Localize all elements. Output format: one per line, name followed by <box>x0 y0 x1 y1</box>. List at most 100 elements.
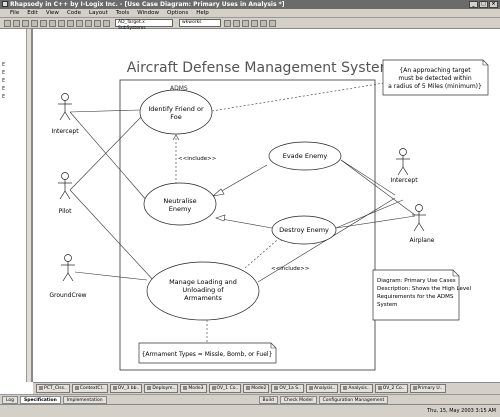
usecase-evade-enemy[interactable] <box>268 141 342 171</box>
note-target-radius[interactable]: {An approaching target must be detected … <box>382 59 489 96</box>
association-line[interactable] <box>335 199 404 229</box>
browser-scrollbar[interactable] <box>26 29 31 382</box>
browser-panel[interactable]: E E E E E <box>0 29 33 382</box>
association-line[interactable] <box>69 111 149 203</box>
generate-icon[interactable] <box>94 19 101 27</box>
actor-label: Intercept <box>390 177 418 184</box>
tab-build[interactable]: Build <box>258 395 278 404</box>
diagram-icon <box>308 385 313 390</box>
association-line[interactable] <box>69 109 141 113</box>
menu-edit[interactable]: Edit <box>27 10 38 16</box>
diagram-icon[interactable] <box>85 19 92 27</box>
diagram-tab[interactable]: OV_1a S.. <box>271 384 304 393</box>
find-icon[interactable] <box>67 19 74 27</box>
association-lines <box>69 109 416 283</box>
diagram-canvas[interactable]: Aircraft Defense Management System ADMS … <box>35 30 500 381</box>
note-armament-types[interactable]: {Armament Types = Missle, Bomb, or Fuel} <box>138 342 277 364</box>
tab-implementation[interactable]: Implementation <box>62 395 107 404</box>
tree-node[interactable]: E <box>2 70 6 76</box>
tab-specification[interactable]: Specification <box>20 395 61 404</box>
menu-window[interactable]: Window <box>137 10 159 16</box>
menu-tools[interactable]: Tools <box>115 10 130 16</box>
actor-label: Intercept <box>51 128 79 135</box>
diagram-tab[interactable]: Mode2 <box>243 384 270 393</box>
workspace-combo[interactable]: wkworks <box>179 19 221 27</box>
diagram-tab[interactable]: OV_1 Co.. <box>208 384 242 393</box>
note-line: {An approaching target <box>399 67 471 74</box>
cut-icon[interactable] <box>31 19 38 27</box>
association-line[interactable] <box>340 159 416 216</box>
menu-view[interactable]: View <box>45 10 59 16</box>
tab-configuration-management[interactable]: Configuration Management <box>318 395 389 404</box>
note-line: Description: Shows the High Level <box>377 286 472 292</box>
run-icon[interactable] <box>224 19 231 27</box>
save-icon[interactable] <box>22 19 29 27</box>
diagram-tab[interactable]: OV_3 bb.. <box>109 384 143 393</box>
copy-icon[interactable] <box>40 19 47 27</box>
subsystem-combo[interactable]: AD_Target.x SubSystems <box>115 19 173 31</box>
browser-icon[interactable] <box>76 19 83 27</box>
diagram-tab[interactable]: Deploym.. <box>144 384 179 393</box>
menu-code[interactable]: Code <box>66 10 82 16</box>
tree-node[interactable]: E <box>2 94 6 100</box>
step-icon[interactable] <box>242 19 249 27</box>
actor-airplane[interactable] <box>412 204 426 232</box>
note-anchor-line[interactable] <box>211 81 391 112</box>
diagram-icon <box>183 385 188 390</box>
association-line[interactable] <box>69 189 156 283</box>
make-icon[interactable] <box>103 19 110 27</box>
usecase-label: Manage Loading and <box>169 278 237 286</box>
usecase-destroy-enemy[interactable] <box>271 215 337 245</box>
actor-groundcrew[interactable] <box>61 254 75 282</box>
tab-log[interactable]: Log <box>2 395 19 404</box>
animate-icon[interactable] <box>251 19 258 27</box>
diagram-tab-active[interactable]: Primary U.. <box>409 384 446 393</box>
diagram-tab[interactable]: PCT_Clss.. <box>36 384 70 393</box>
usecase-label: Armaments <box>184 294 222 302</box>
maximize-button[interactable]: □ <box>479 1 488 8</box>
paste-icon[interactable] <box>49 19 56 27</box>
tree-node[interactable]: E <box>2 78 6 84</box>
diagram-tab[interactable]: Analysis.. <box>305 384 339 393</box>
diagram-icon <box>412 385 417 390</box>
undo-icon[interactable] <box>58 19 65 27</box>
menu-help[interactable]: Help <box>196 10 209 16</box>
actor-intercept-right[interactable] <box>396 148 410 176</box>
actor-intercept-left[interactable] <box>58 93 72 121</box>
include-dependency[interactable] <box>244 234 284 269</box>
actor-pilot[interactable] <box>58 172 72 200</box>
close-button[interactable]: × <box>489 1 498 8</box>
actor-label: Airplane <box>410 237 435 244</box>
usecase-neutralise-enemy[interactable] <box>143 182 217 226</box>
zoom-icon[interactable] <box>260 19 267 27</box>
output-tab-strip: Log Specification Implementation Build C… <box>0 394 500 404</box>
note-line: Requirements for the ADMS <box>377 294 454 300</box>
note-line: Diagram: Primary Use Cases <box>377 278 456 284</box>
minimize-button[interactable]: _ <box>469 1 478 8</box>
new-file-icon[interactable] <box>4 19 11 27</box>
menu-layout[interactable]: Layout <box>89 10 108 16</box>
usecase-identify-friend-or-foe[interactable] <box>139 89 213 135</box>
tree-node[interactable]: E <box>2 62 6 68</box>
tab-check-model[interactable]: Check Model <box>279 395 317 404</box>
association-line[interactable] <box>340 159 396 196</box>
generalization-line[interactable] <box>215 217 273 229</box>
system-boundary[interactable] <box>119 79 376 371</box>
usecase-manage-loading[interactable] <box>146 261 260 321</box>
association-line[interactable] <box>69 114 144 191</box>
diagram-tab[interactable]: Mode3 <box>180 384 207 393</box>
note-diagram-description[interactable]: Diagram: Primary Use Cases Description: … <box>372 269 472 321</box>
diagram-tab[interactable]: Analysis.. <box>340 384 373 393</box>
menu-options[interactable]: Options <box>166 10 189 16</box>
usecase-label: Foe <box>170 113 181 121</box>
status-bar: Thu, 15, May 2003 3:15 AM <box>0 404 500 417</box>
diagram-tab[interactable]: OV_2 Co.. <box>374 384 408 393</box>
help-icon[interactable] <box>269 19 276 27</box>
association-line[interactable] <box>335 215 416 229</box>
association-line[interactable] <box>74 271 148 281</box>
menu-file[interactable]: File <box>10 10 20 16</box>
diagram-tab[interactable]: ContextCl.. <box>71 384 108 393</box>
tree-node[interactable]: E <box>2 86 6 92</box>
open-folder-icon[interactable] <box>13 19 20 27</box>
stop-icon[interactable] <box>233 19 240 27</box>
